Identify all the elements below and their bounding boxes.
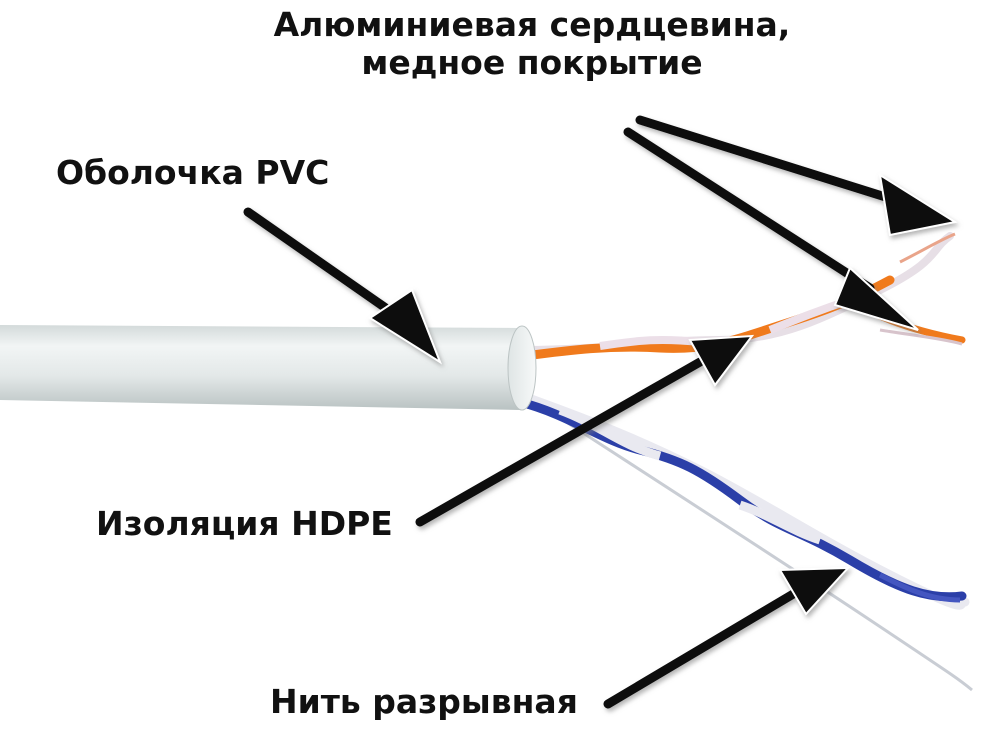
rip-cord [520,392,972,690]
label-core: Алюминиевая сердцевина, медное покрытие [262,6,802,82]
label-thread: Нить разрывная [270,683,578,721]
arrow-thread [608,568,848,704]
label-sheath: Оболочка PVC [56,154,329,192]
label-core-line2: медное покрытие [262,44,802,82]
label-insulation: Изоляция HDPE [96,505,393,543]
pvc-jacket [0,325,536,410]
arrow-core-upper [640,120,955,235]
label-core-line1: Алюминиевая сердцевина, [262,6,802,44]
